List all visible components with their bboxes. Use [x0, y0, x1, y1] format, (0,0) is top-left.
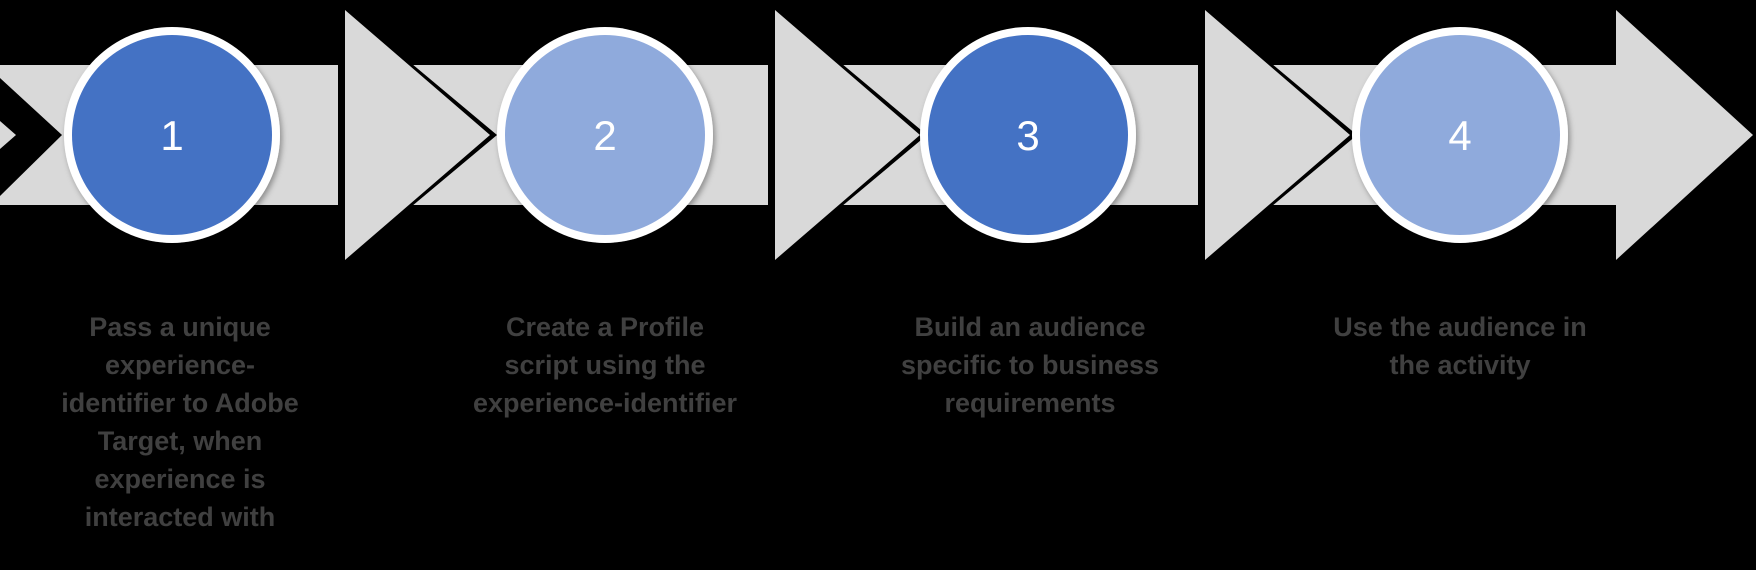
step-number: 3: [1016, 112, 1039, 159]
step-circle: [72, 35, 272, 235]
arrow-head-icon: [775, 10, 920, 260]
description-line: Create a Profile: [505, 312, 705, 342]
description-line: interacted with: [84, 502, 276, 532]
arrow-head-icon: [345, 10, 490, 260]
arrow-head-icon: [1205, 10, 1350, 260]
step-4-description: Use the audience in the activity: [1320, 308, 1600, 384]
description-line: requirements: [944, 388, 1116, 418]
step-circle: [505, 35, 705, 235]
description-line: experience is: [94, 464, 266, 494]
step-1-description: Pass a unique experience- identifier to …: [40, 308, 320, 536]
description-line: Pass a unique: [89, 312, 271, 342]
description-line: Use the audience in: [1333, 312, 1587, 342]
description-line: experience-: [104, 350, 256, 380]
step-number: 2: [593, 112, 616, 159]
description-line: Target, when: [97, 426, 263, 456]
step-2-circle: 2: [497, 27, 713, 243]
description-line: identifier to Adobe: [61, 388, 299, 418]
step-2-description: Create a Profile script using the experi…: [465, 308, 745, 422]
arrow-left-tip-icon: [0, 121, 16, 149]
arrow-head-icon: [1616, 10, 1753, 260]
step-4-circle: 4: [1352, 27, 1568, 243]
description-line: Build an audience: [914, 312, 1146, 342]
step-number: 4: [1448, 112, 1471, 159]
description-line: script using the: [504, 350, 706, 380]
step-3-description: Build an audience specific to business r…: [890, 308, 1170, 422]
arrow-tail-notch: [0, 78, 62, 196]
step-number: 1: [160, 112, 183, 159]
step-1-circle: 1: [64, 27, 280, 243]
step-circle: [1360, 35, 1560, 235]
step-circle: [928, 35, 1128, 235]
description-line: the activity: [1389, 350, 1531, 380]
step-3-circle: 3: [920, 27, 1136, 243]
description-line: specific to business: [900, 350, 1160, 380]
description-line: experience-identifier: [472, 388, 738, 418]
